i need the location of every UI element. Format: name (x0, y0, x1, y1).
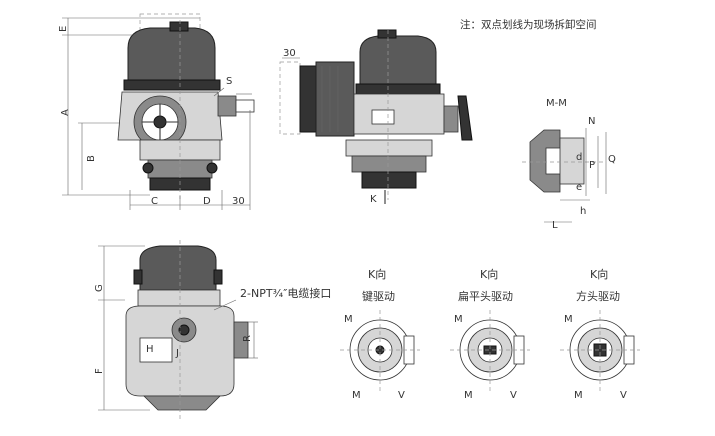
k-view-2: K向 扁平头驱动 M M V (450, 267, 530, 401)
dim-30-label: 30 (232, 196, 245, 207)
dim-s-label: S (226, 76, 232, 87)
dim-r-label: R (242, 335, 253, 342)
side-k-label: K (370, 194, 377, 205)
k1-m-top: M (344, 314, 353, 325)
dim-d-small-label: d (576, 152, 582, 163)
dim-a-label: A (60, 109, 71, 116)
k2-m-bottom: M (464, 390, 473, 401)
k2-v: V (510, 390, 517, 401)
dim-b-label: B (86, 155, 97, 162)
dim-h-label: h (580, 206, 586, 217)
k3-m-top: M (564, 314, 573, 325)
dim-d-label: D (203, 196, 211, 207)
top-view: G F R 2-NPT¾″电缆接口 H J (94, 240, 331, 420)
dim-p-label: P (589, 160, 595, 171)
k2-title-1: K向 (480, 267, 498, 281)
k1-title-1: K向 (368, 267, 386, 281)
dim-e-small-label: e (576, 182, 582, 193)
dim-e-label: E (58, 26, 69, 32)
cable-label: 2-NPT¾″电缆接口 (240, 287, 331, 300)
dim-c-label: C (151, 196, 158, 207)
section-title: M-M (546, 98, 567, 109)
k1-v: V (398, 390, 405, 401)
dim-f-label: F (94, 368, 105, 374)
front-view: E A B S C D (58, 13, 255, 210)
dim-q-label: Q (608, 154, 616, 165)
dim-l-label: L (552, 220, 558, 231)
note-text: 注：双点划线为现场拆卸空间 (460, 18, 597, 31)
k2-m-top: M (454, 314, 463, 325)
k3-title-1: K向 (590, 267, 608, 281)
dim-n-label: N (588, 116, 595, 127)
section-mm: M-M N d P Q e h L (522, 98, 616, 231)
dim-g-label: G (94, 284, 105, 292)
dim-j-label: J (175, 348, 179, 359)
k1-title-2: 键驱动 (362, 289, 395, 303)
k2-title-2: 扁平头驱动 (458, 290, 513, 303)
k3-m-bottom: M (574, 390, 583, 401)
k3-title-2: 方头驱动 (576, 289, 620, 303)
side-view: 30 K (279, 29, 473, 205)
k-view-3: K向 方头驱动 M M V (560, 267, 640, 401)
side-dim-30-label: 30 (283, 48, 296, 59)
k-view-1: K向 键驱动 M M V (340, 267, 420, 401)
k3-v: V (620, 390, 627, 401)
dim-h-top-label: H (146, 344, 154, 355)
k1-m-bottom: M (352, 390, 361, 401)
